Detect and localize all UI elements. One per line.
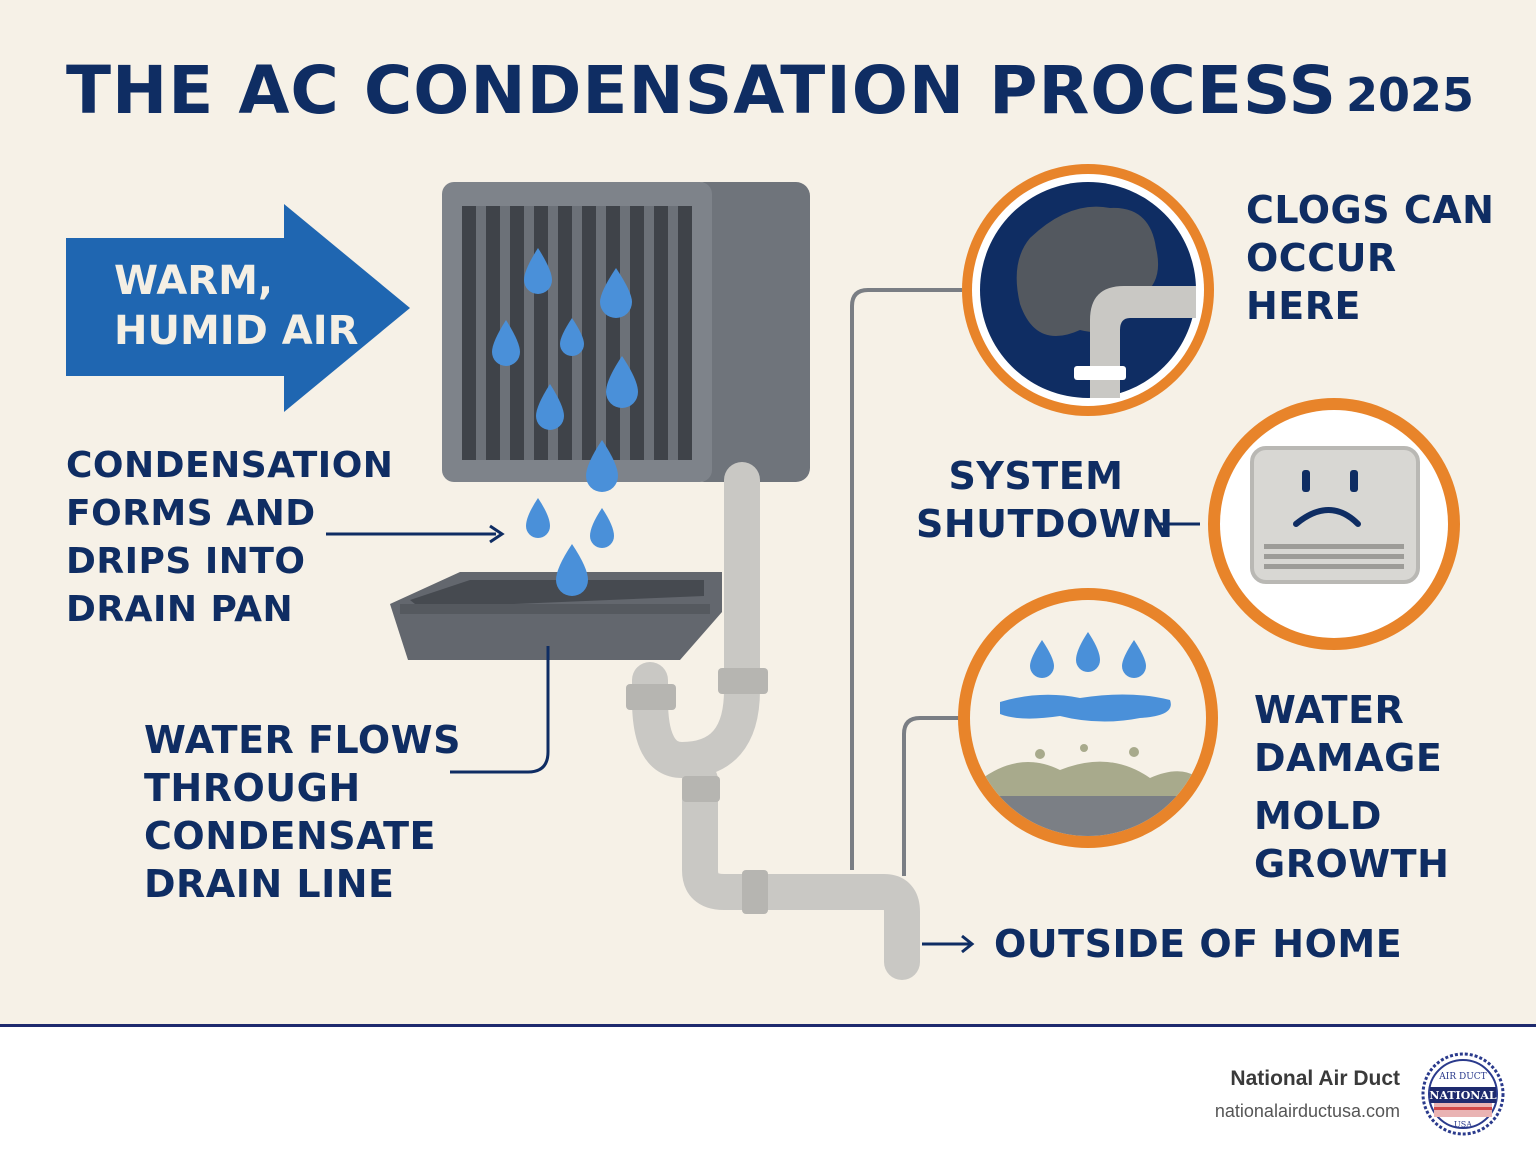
shutdown-line-1: SYSTEM: [948, 454, 1124, 498]
clogs-label: CLOGS CAN OCCUR HERE: [1246, 186, 1494, 330]
water-flows-label: WATER FLOWS THROUGH CONDENSATE DRAIN LIN…: [144, 716, 461, 908]
drain-pipe: [632, 462, 920, 980]
damage-label: WATER DAMAGE MOLD GROWTH: [1254, 686, 1449, 888]
damage-line-2: DAMAGE: [1254, 736, 1443, 780]
arrow-line-2: HUMID AIR: [114, 308, 359, 354]
year-label: 2025: [1346, 68, 1475, 122]
logo-text-top: AIR DUCT: [1438, 1072, 1486, 1082]
diagram-artwork: [66, 164, 1460, 980]
outside-label: OUTSIDE OF HOME: [994, 922, 1403, 966]
condensation-label: CONDENSATION FORMS AND DRIPS INTO DRAIN …: [66, 442, 393, 634]
clogs-line-2: OCCUR: [1246, 236, 1397, 280]
water-flows-line-1: WATER FLOWS: [144, 718, 461, 762]
brand-url: nationalairductusa.com: [1214, 1101, 1400, 1121]
sad-face-icon: [1208, 398, 1460, 650]
national-air-duct-logo: NATIONAL AIR DUCT USA: [1421, 1052, 1505, 1136]
page-title: THE AC CONDENSATION PROCESS: [66, 52, 1338, 129]
drain-pan: [390, 572, 722, 660]
water-flows-line-2: THROUGH: [144, 766, 361, 810]
damage-line-4: GROWTH: [1254, 842, 1450, 886]
condensation-line-2: FORMS AND: [66, 493, 316, 534]
connector-lines: [326, 522, 1200, 954]
puddle-icon: [958, 588, 1218, 848]
clog-icon: [962, 164, 1214, 416]
arrow-line-1: WARM,: [114, 258, 274, 304]
clogs-line-3: HERE: [1246, 284, 1361, 328]
gray-leader-lines: [850, 288, 962, 876]
warm-air-arrow: [66, 204, 410, 412]
clogs-line-1: CLOGS CAN: [1246, 188, 1495, 232]
damage-line-3: MOLD: [1254, 794, 1382, 838]
ac-unit: [442, 182, 810, 482]
footer: National Air Duct nationalairductusa.com…: [0, 1024, 1536, 1157]
warm-air-label: WARM, HUMID AIR: [114, 256, 358, 356]
brand-name: National Air Duct: [1230, 1067, 1400, 1090]
pipe-fittings: [626, 668, 768, 914]
water-flows-line-3: CONDENSATE: [144, 814, 437, 858]
shutdown-line-2: SHUTDOWN: [916, 502, 1174, 546]
condensation-line-3: DRIPS INTO: [66, 541, 306, 582]
condensation-line-4: DRAIN PAN: [66, 589, 294, 630]
water-drops: [492, 248, 638, 596]
condensation-line-1: CONDENSATION: [66, 445, 394, 486]
logo-text-main: NATIONAL: [1429, 1089, 1496, 1102]
water-flows-line-4: DRAIN LINE: [144, 862, 395, 906]
shutdown-label: SYSTEM SHUTDOWN: [916, 452, 1174, 548]
logo-text-bottom: USA: [1454, 1120, 1472, 1129]
damage-line-1: WATER: [1254, 688, 1405, 732]
